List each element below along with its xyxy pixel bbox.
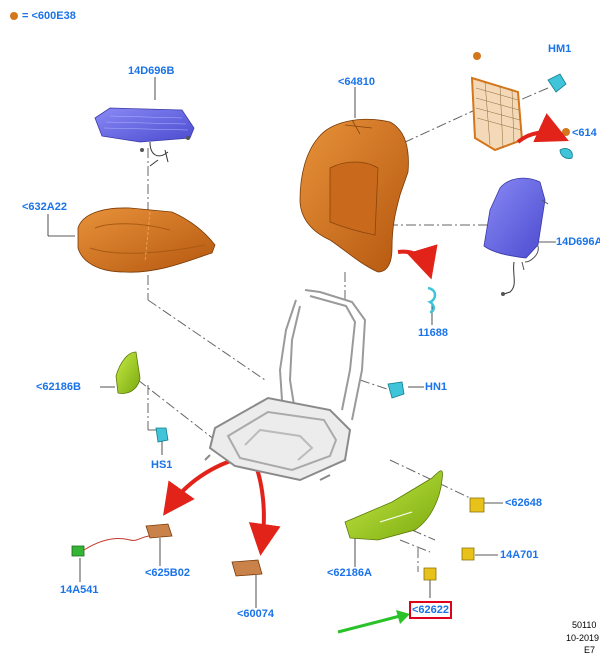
leader-lines [47,77,556,608]
wire-clip-icon [427,286,437,314]
seat-cushion-icon [77,207,216,273]
callout-hm1[interactable]: HM1 [548,43,572,55]
callout-625b02[interactable]: <625B02 [145,567,190,579]
lumbar-support-icon [470,52,573,159]
callout-14a701[interactable]: 14A701 [500,549,539,561]
heater-mat-seat-icon [94,107,195,167]
footer-date: 10-2019 [566,633,600,643]
legend-text: = <600E38 [22,10,76,22]
switch-icon [155,427,169,443]
screw-icon [469,497,485,513]
green-arrow [337,614,401,634]
callout-614[interactable]: <614 [572,127,597,139]
side-shield-icon [344,470,443,541]
alignment-lines [137,87,549,572]
callout-11688[interactable]: 11688 [418,327,448,339]
green-arrow-head [396,610,410,624]
footer-code: 50110 [572,620,597,630]
pad-icon [231,559,263,577]
callout-14d696b[interactable]: 14D696B [128,65,175,77]
callout-62186a[interactable]: <62186A [327,567,372,579]
wire-harness-icon [71,535,151,557]
pad-icon [145,523,173,539]
clip-icon [387,381,405,399]
seat-frame-icon [204,289,367,482]
red-arrow [516,113,569,144]
heater-mat-back-icon [483,177,549,296]
legend-dot-icon [10,12,18,20]
screw-icon [461,547,475,561]
red-arrow [397,244,438,280]
callout-hn1[interactable]: HN1 [425,381,448,393]
callout-hs1[interactable]: HS1 [151,459,173,471]
backrest-cushion-icon [299,118,409,273]
callout-60074[interactable]: <60074 [237,608,275,620]
callout-62648[interactable]: <62648 [505,497,543,509]
screw-icon [423,567,437,581]
callout-14d696a[interactable]: 14D696A [556,236,600,248]
callout-632a22[interactable]: <632A22 [22,201,67,213]
callout-14a541[interactable]: 14A541 [60,584,99,596]
side-shield-small-icon [115,351,141,394]
footer-variant: E7 [584,645,596,655]
callout-62622-highlighted[interactable]: <62622 [408,601,453,619]
callout-64810[interactable]: <64810 [338,76,376,88]
callout-62186b[interactable]: <62186B [36,381,81,393]
